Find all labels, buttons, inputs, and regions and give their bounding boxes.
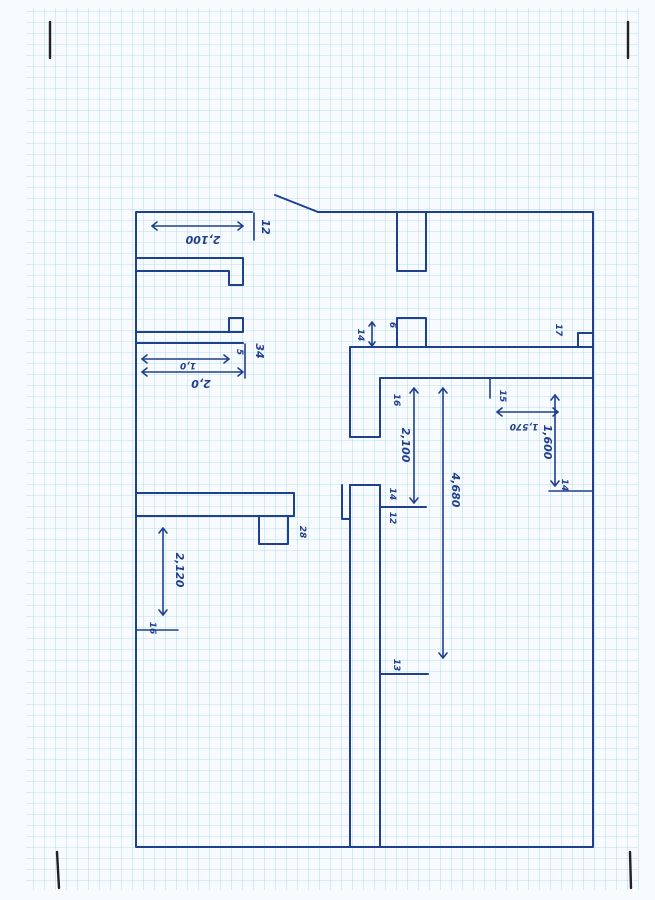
- label-wall-thickness-left: 34: [253, 343, 266, 358]
- label-right-room-depth: 1,600: [541, 425, 554, 460]
- label-corridor-gap-left: 14: [387, 488, 397, 501]
- label-right-room-wall: 14: [559, 479, 569, 492]
- label-long-run: 4,680: [449, 472, 462, 508]
- label-lower-left-wall: 16: [147, 622, 157, 635]
- walls: [135, 194, 594, 848]
- label-top-room-width: 2,100: [185, 233, 220, 246]
- label-lower-room-width: 2,120: [173, 553, 186, 588]
- label-right-wall-thin: 17: [553, 324, 563, 337]
- dimension-lines: [136, 212, 593, 659]
- label-corridor-wall: 16: [391, 394, 401, 407]
- label-bottom-wall: 13: [391, 659, 401, 672]
- label-pillar-small: 6: [387, 322, 397, 328]
- label-corridor-length: 2,100: [399, 428, 412, 463]
- label-step-depth: 1,570: [510, 421, 538, 431]
- label-pillar-height: 14: [355, 329, 365, 342]
- dimension-labels: 2,100 12 34 5 1,0 2,0 14 6 17 16 2,100 4…: [147, 219, 569, 671]
- label-corridor-gap: 12: [387, 512, 397, 525]
- label-top-right-wall: 12: [259, 219, 272, 235]
- label-shelf-depth-long: 2,0: [191, 377, 211, 390]
- label-shelf-thickness: 5: [234, 349, 244, 355]
- grid-area: [26, 8, 639, 890]
- label-step-offset: 15: [497, 390, 507, 403]
- label-box-thickness: 28: [297, 526, 307, 539]
- label-shelf-depth-short: 1,0: [180, 360, 196, 370]
- registration-marks: [48, 20, 633, 890]
